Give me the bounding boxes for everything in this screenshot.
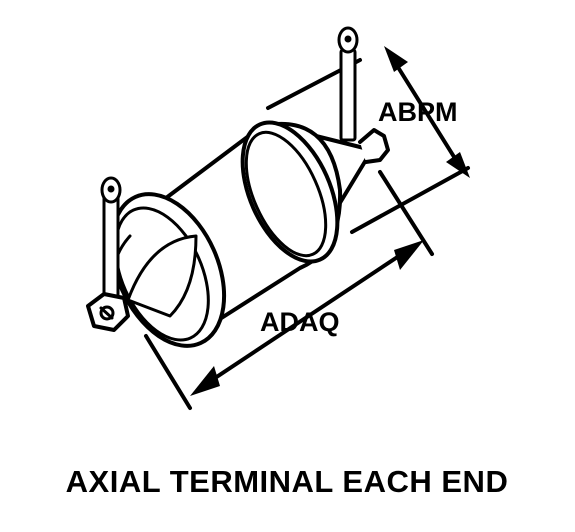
diameter-dimension-arrow [384, 46, 470, 178]
hex-nut [86, 292, 130, 332]
right-terminal-lead [337, 26, 359, 142]
diagram-caption: AXIAL TERMINAL EACH END [66, 464, 509, 499]
right-end-ring [240, 120, 340, 264]
length-extension-line-left [144, 334, 192, 410]
diameter-extension-line-bottom [350, 166, 470, 234]
length-dimension-arrow [190, 240, 424, 396]
length-dimension-label: ADAQ [260, 307, 340, 337]
diameter-dimension-label: ABPM [378, 97, 458, 127]
left-end-cone [126, 234, 198, 318]
left-terminal-lead [100, 176, 122, 306]
